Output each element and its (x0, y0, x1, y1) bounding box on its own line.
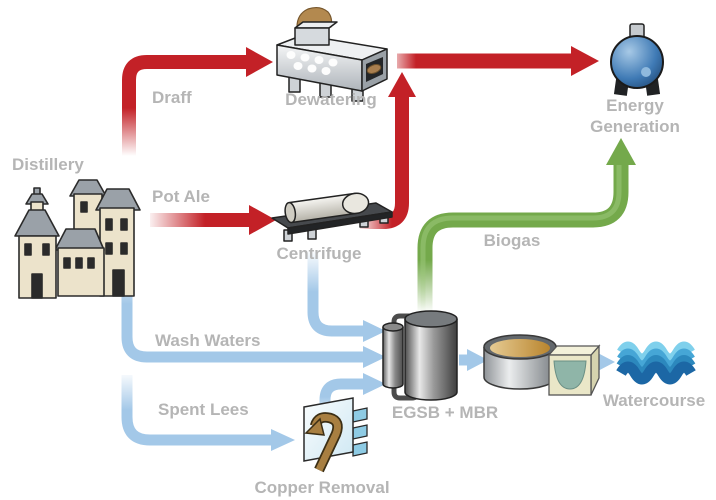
distillery-icon (14, 179, 141, 299)
centrifuge-energy-arrowhead (388, 72, 416, 97)
dewatering-label: Dewatering (285, 90, 377, 109)
dewatering-to-energy-arrow (397, 46, 599, 76)
egsb-tank-top (404, 310, 458, 328)
distillery-door (112, 269, 125, 297)
spent-lees-arrowhead (271, 429, 295, 451)
centrifuge-egsb-arrowhead (363, 320, 386, 342)
distillery-middle-roof (54, 228, 105, 251)
distillery-window (120, 218, 128, 231)
copper-egsb-arrowhead (363, 373, 386, 395)
copper-removal-to-egsb-arrow (319, 373, 386, 411)
centrifuge-drum-dome (341, 192, 370, 215)
distillery-label: Distillery (12, 155, 84, 174)
biogas-arrow-highlight (420, 164, 622, 311)
distillery-window (75, 257, 83, 269)
settling-tank-contents (490, 339, 550, 357)
generator-sphere (610, 35, 664, 89)
centrifuge-drum-left-cap (284, 201, 297, 224)
distillery-middle-block (57, 247, 105, 297)
spent-lees-flow-arrow (121, 375, 295, 451)
egsb-settling-arrowhead (467, 349, 488, 371)
dewatering-outlet-solids (366, 64, 382, 74)
centrifuge-icon (271, 192, 393, 242)
egsb-mbr-label: EGSB + MBR (392, 403, 498, 422)
spent-lees-label: Spent Lees (158, 400, 249, 419)
pot-ale-label: Pot Ale (152, 187, 210, 206)
energy-generation-label-line2: Generation (590, 117, 680, 136)
dewatering-holes (286, 51, 338, 75)
energy-generation-label-line1: Energy (606, 96, 664, 115)
centrifuge-base-edge (287, 211, 393, 235)
mbr-column (382, 327, 404, 389)
watercourse-icon (616, 341, 696, 385)
weir-box-top (547, 345, 601, 356)
copper-removal-tab (352, 407, 368, 423)
draff-label: Draff (152, 88, 192, 107)
copper-removal-label: Copper Removal (254, 478, 389, 497)
distillery-door (31, 273, 43, 299)
settling-tank-icon (483, 334, 601, 396)
generator-highlight (641, 67, 651, 77)
copper-removal-tab (352, 424, 368, 440)
copper-removal-tab (352, 441, 368, 457)
dewatering-icon (276, 6, 388, 102)
centrifuge-label: Centrifuge (277, 244, 362, 263)
copper-removal-icon (303, 397, 368, 473)
wash-waters-arrowhead (363, 346, 386, 368)
hopper-top (294, 21, 338, 29)
copper-removal-panel (303, 397, 354, 462)
pot-ale-arrowhead (249, 205, 276, 235)
draff-arrow-shaft (122, 55, 246, 156)
egsb-tank-body (404, 319, 458, 401)
pagoda-roof (14, 209, 60, 237)
copper-hook-arrowhead (304, 417, 325, 436)
distillery-window (120, 242, 128, 255)
distillery-window (87, 257, 95, 269)
watercourse-label: Watercourse (603, 391, 705, 410)
biogas-arrowhead (606, 138, 636, 165)
distillery-window (24, 243, 32, 256)
egsb-to-settling-arrow (459, 349, 488, 371)
biogas-label: Biogas (484, 231, 541, 250)
distillery-window (105, 242, 113, 255)
weir-box-water (553, 360, 587, 390)
wash-waters-label: Wash Waters (155, 331, 261, 350)
centrifuge-to-egsb-arrow (307, 251, 386, 342)
centrifuge-egsb-shaft (307, 251, 363, 337)
wash-waters-flow-arrow (121, 261, 386, 368)
mbr-column-top (382, 322, 404, 332)
energy-generation-icon (610, 23, 664, 96)
pot-ale-flow-arrow (150, 205, 276, 235)
biogas-flow-arrow (417, 138, 636, 311)
copper-egsb-shaft (319, 378, 363, 411)
distillery-window (42, 243, 50, 256)
draff-arrowhead (246, 47, 273, 77)
wash-waters-shaft (121, 261, 363, 363)
egsb-mbr-icon (382, 310, 458, 401)
wave-band-4 (616, 361, 696, 385)
hopper-front (294, 27, 330, 46)
spent-lees-shaft (121, 375, 271, 446)
centrifuge-drum (284, 192, 370, 224)
wave-band-1 (617, 341, 695, 363)
dewatering-energy-arrowhead (571, 46, 599, 76)
distillery-window (105, 218, 113, 231)
distillery-window (80, 201, 88, 213)
distillery-window (63, 257, 71, 269)
draff-flow-arrow (122, 47, 273, 156)
